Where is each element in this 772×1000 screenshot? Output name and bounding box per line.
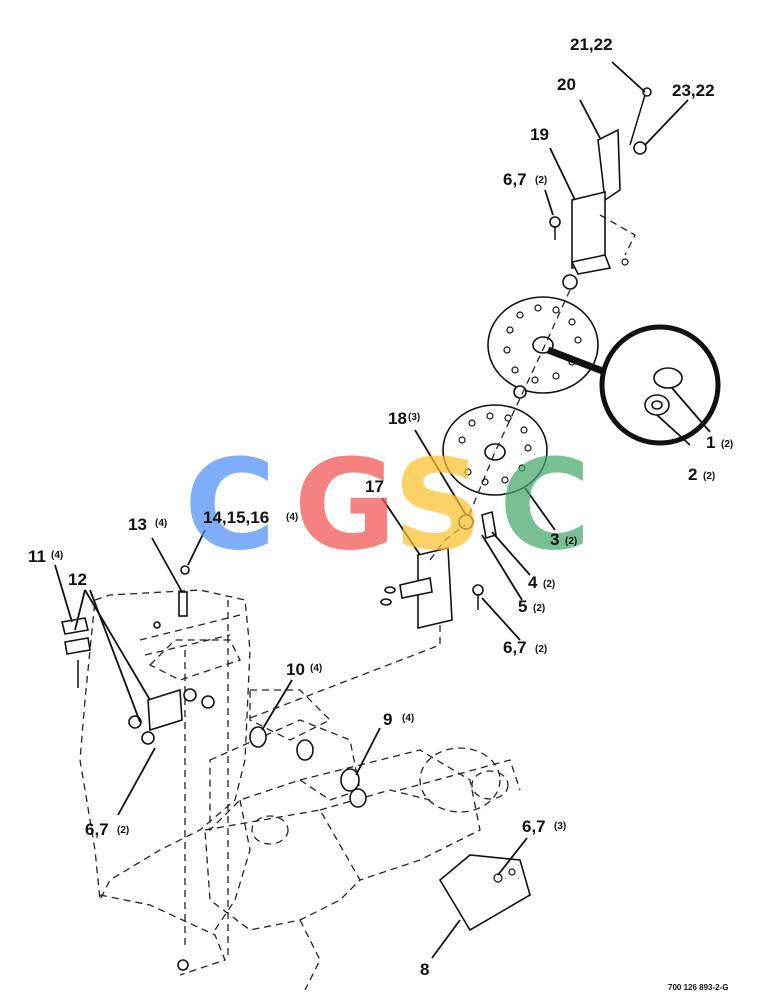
- cgsc-watermark: C G S C: [184, 433, 591, 578]
- callout-23-22: 23,22: [672, 81, 715, 100]
- qty-6-7-bottom: (3): [554, 821, 566, 832]
- lower-pulley: [442, 404, 548, 496]
- qty-18: (3): [408, 412, 420, 423]
- callout-8: 8: [420, 960, 429, 979]
- qty-6-7-top: (2): [535, 175, 547, 186]
- nut-23: [633, 141, 647, 155]
- nut-14: [180, 565, 190, 575]
- callout-17: 17: [365, 477, 384, 496]
- machine-frame: [79, 589, 521, 991]
- qty-10: (4): [310, 663, 322, 674]
- qty-6-7-left: (2): [117, 825, 129, 836]
- spring-13: [178, 591, 188, 617]
- callout-10: 10: [286, 660, 305, 679]
- qty-14-15-16: (4): [286, 512, 298, 523]
- qty-3: (2): [565, 536, 577, 547]
- callout-2: 2: [688, 465, 697, 484]
- spring-4: [481, 510, 497, 540]
- qty-11: (4): [51, 550, 63, 561]
- qty-2: (2): [703, 471, 715, 482]
- qty-6-7-right: (2): [535, 644, 547, 655]
- detail-view: [546, 324, 721, 446]
- qty-1: (2): [721, 439, 733, 450]
- callout-14-15-16: 14,15,16: [203, 508, 269, 527]
- bushing-9-a: [340, 768, 360, 792]
- callout-6-7-right: 6,7: [503, 638, 527, 657]
- watermark-letter-s: S: [393, 433, 483, 578]
- shield-8: [438, 854, 531, 932]
- callout-12: 12: [68, 570, 87, 589]
- plate-11-b: [64, 637, 91, 655]
- callout-9: 9: [383, 710, 392, 729]
- qty-4: (2): [543, 579, 555, 590]
- leader-lines: [54, 61, 711, 959]
- upper-bracket-assembly: [549, 87, 652, 290]
- callout-20: 20: [557, 75, 576, 94]
- callout-5: 5: [518, 597, 527, 616]
- callout-13: 13: [128, 515, 147, 534]
- bolt-6-upper: [549, 216, 561, 228]
- bushing-top: [562, 274, 578, 290]
- callout-labels: 21,22 20 23,22 19 6,7 (2) 1 (2) 2 (2) 3 …: [28, 35, 733, 992]
- watermark-letter-c2: C: [499, 433, 591, 578]
- watermark-letter-g: G: [294, 433, 397, 578]
- qty-9: (4): [402, 713, 414, 724]
- callout-18: 18: [388, 409, 407, 428]
- bolt-6-lower: [472, 584, 484, 596]
- callout-6-7-left: 6,7: [85, 820, 109, 839]
- plate-11-a: [61, 617, 89, 635]
- watermark-letter-c1: C: [184, 433, 276, 578]
- bushings: [249, 726, 367, 808]
- callout-6-7-bottom: 6,7: [522, 817, 546, 836]
- qty-13: (4): [155, 518, 167, 529]
- callout-4: 4: [528, 573, 538, 592]
- callout-3: 3: [550, 530, 559, 549]
- bracket-12: [147, 688, 183, 732]
- bushing-10-b: [296, 739, 314, 761]
- pulley-holes-lower: [458, 412, 532, 486]
- drawing-number: 700 126 893-2-G: [668, 983, 729, 992]
- qty-5: (2): [533, 603, 545, 614]
- bushing-9-b: [349, 788, 367, 808]
- bracket-20: [597, 128, 621, 202]
- callout-11: 11: [28, 547, 46, 566]
- callout-1: 1: [706, 433, 715, 452]
- bushing-10-a: [249, 726, 267, 748]
- upper-pulley: [487, 296, 599, 394]
- bottom-bolt: [177, 959, 189, 971]
- callout-19: 19: [530, 125, 549, 144]
- snap-ring-1: [653, 367, 683, 389]
- pulley-holes-upper: [503, 304, 582, 384]
- callout-6-7-top: 6,7: [503, 170, 527, 189]
- callout-21-22: 21,22: [570, 35, 613, 54]
- spacer: [513, 385, 527, 399]
- bolt-21: [629, 94, 646, 146]
